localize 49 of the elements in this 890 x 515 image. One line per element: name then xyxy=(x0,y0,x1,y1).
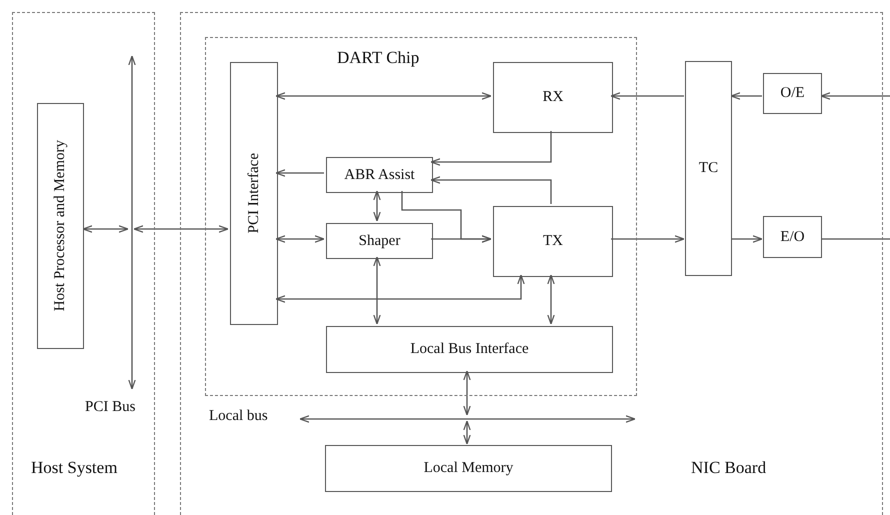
box-label: ABR Assist xyxy=(344,166,415,184)
region-label: NIC Board xyxy=(691,458,766,478)
process-box xyxy=(230,62,278,325)
connector-arrow xyxy=(820,92,890,100)
connector-arrow xyxy=(610,92,684,100)
connector-arrow xyxy=(275,235,325,243)
box-label: TC xyxy=(698,160,718,177)
process-box xyxy=(685,61,732,276)
box-label: RX xyxy=(542,89,564,106)
dashed-region xyxy=(12,12,155,515)
box-label: Shaper xyxy=(358,232,400,250)
box-label: Local Bus Interface xyxy=(410,341,529,358)
region-label: DART Chip xyxy=(337,48,420,68)
process-box xyxy=(763,73,822,114)
box-label: E/O xyxy=(780,228,805,246)
connector-arrow xyxy=(373,190,381,222)
box-label: O/E xyxy=(780,85,805,102)
process-box xyxy=(37,103,84,349)
connector-arrow xyxy=(275,274,525,303)
process-box xyxy=(325,445,612,492)
dashed-region xyxy=(180,12,883,515)
process-box xyxy=(326,326,613,373)
connector-arrow xyxy=(275,92,492,100)
process-box xyxy=(493,62,613,133)
connector-arrow xyxy=(611,235,685,243)
connector-arrow xyxy=(431,235,492,243)
connector-arrow xyxy=(430,176,552,204)
connector-arrow xyxy=(430,131,552,166)
box-label: Local Memory xyxy=(424,460,514,477)
connector-arrow xyxy=(731,235,763,243)
connector-arrow xyxy=(547,274,555,325)
process-box xyxy=(326,157,433,193)
region-label: Host System xyxy=(31,458,118,478)
connector-arrow xyxy=(730,92,762,100)
connector-arrow xyxy=(463,420,471,445)
process-box xyxy=(326,223,433,259)
process-box xyxy=(763,216,822,258)
dashed-region xyxy=(205,37,637,396)
connector-arrow xyxy=(463,370,471,416)
connector-arrow xyxy=(82,225,129,233)
box-label: Host Processor and Memory xyxy=(52,140,69,312)
box-label: PCI Interface xyxy=(246,153,262,234)
bus-label: Local bus xyxy=(209,408,268,425)
bus-label: PCI Bus xyxy=(85,399,136,416)
connector-arrow xyxy=(275,169,324,177)
connector-arrow xyxy=(373,256,381,325)
connector-arrow xyxy=(133,225,229,233)
box-label: TX xyxy=(543,233,563,250)
process-box xyxy=(493,206,613,277)
